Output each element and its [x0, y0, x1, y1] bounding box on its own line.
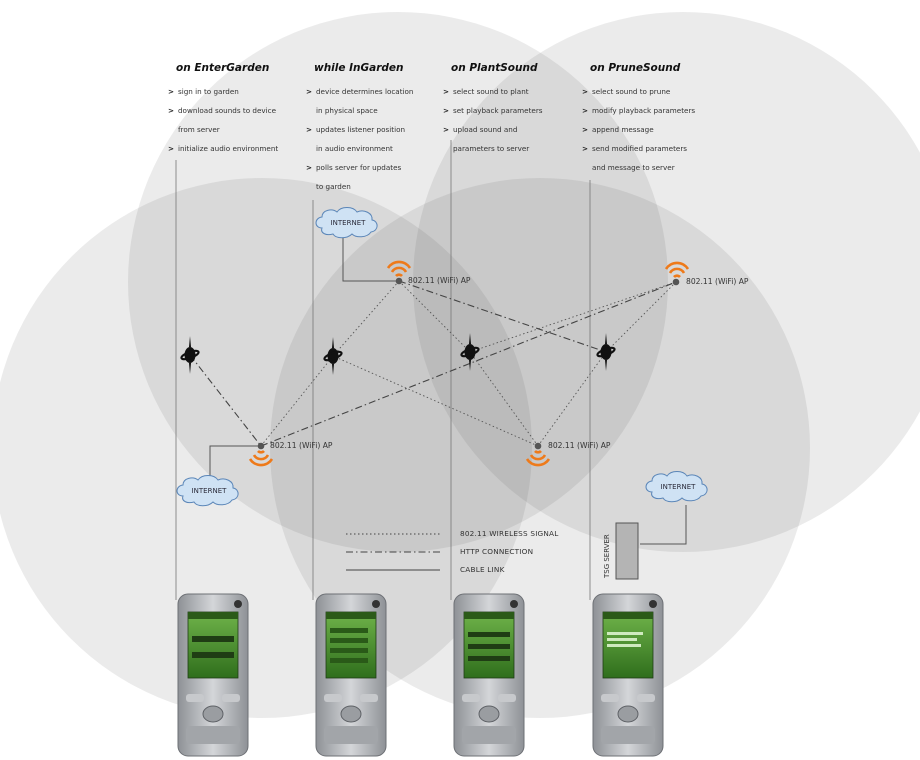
step-list: >device determines location in physical … [306, 82, 454, 196]
step-item: >device determines location [306, 87, 414, 96]
cable-link [342, 236, 399, 282]
step-item: >set playback parameters [443, 106, 543, 115]
wireless-link [332, 280, 400, 357]
coverage-zone-top-right [413, 12, 920, 552]
http-connection-links [189, 280, 677, 447]
step-item: >select sound to prune [582, 87, 671, 96]
legend-label-http: HTTP CONNECTION [460, 547, 534, 556]
wireless-link [605, 281, 677, 353]
access-point-label: 802.11 (WiFi) AP [548, 441, 611, 450]
column-enter-garden: on EnterGarden >sign in to garden >downl… [168, 62, 316, 158]
wifi-ap-icon [248, 442, 274, 467]
step-item: >download sounds to device [168, 106, 276, 115]
cable-link [209, 445, 261, 482]
column-prune-sound: on PruneSound >select sound to prune >mo… [582, 62, 730, 177]
column-in-garden: while InGarden >device determines locati… [306, 62, 454, 196]
step-list: >select sound to plant >set playback par… [443, 82, 591, 158]
wifi-ap-icon [664, 261, 690, 286]
wireless-link [469, 351, 539, 447]
step-item: >polls server for updates [306, 163, 402, 172]
step-item: >upload sound and [443, 125, 518, 134]
cloud-icon [645, 471, 708, 503]
wireless-link [398, 280, 471, 353]
legend-lines [346, 533, 440, 571]
column-plant-sound: on PlantSound >select sound to plant >se… [443, 62, 591, 158]
step-item: >sign in to garden [168, 87, 239, 96]
step-item: >updates listener position [306, 125, 406, 134]
server-box [615, 522, 639, 580]
cable-link [640, 505, 687, 545]
cloud-label: INTERNET [330, 219, 366, 227]
wireless-link [260, 355, 334, 447]
step-item-continuation: parameters to server [453, 144, 530, 153]
step-item: >select sound to plant [443, 87, 529, 96]
wireless-link [469, 281, 677, 353]
step-item-continuation: to garden [316, 182, 351, 191]
legend-label-wireless: 802.11 WIRELESS SIGNAL [460, 529, 559, 538]
wireless-signal-links [260, 280, 677, 447]
column-title: on EnterGarden [176, 62, 270, 74]
phones [177, 593, 664, 757]
listener-icon [596, 333, 616, 371]
wifi-ap-icon [386, 260, 412, 285]
phone-icon [453, 593, 525, 757]
step-item: >append message [582, 125, 654, 134]
step-item-continuation: and message to server [592, 163, 675, 172]
cloud-label: INTERNET [191, 487, 227, 495]
listener-icon [180, 336, 200, 374]
step-item-continuation: in audio environment [316, 144, 393, 153]
listener-nodes [180, 333, 616, 375]
server-label: TSG SERVER [603, 534, 611, 578]
cloud-icon [315, 207, 378, 239]
phone-icon [592, 593, 664, 757]
column-title: while InGarden [314, 62, 404, 74]
step-item: >initialize audio environment [168, 144, 279, 153]
access-point-nodes [248, 260, 690, 467]
phone-icon [315, 593, 387, 757]
step-item-continuation: from server [178, 125, 220, 134]
legend-label-cable: CABLE LINK [460, 565, 505, 574]
step-item: >modify playback parameters [582, 106, 696, 115]
column-title: on PlantSound [451, 62, 538, 74]
step-list: >select sound to prune >modify playback … [582, 82, 730, 177]
wireless-link [537, 351, 607, 447]
cloud-label: INTERNET [660, 483, 696, 491]
internet-clouds [176, 207, 708, 507]
column-separators [175, 140, 591, 600]
wireless-link [332, 355, 539, 447]
access-point-label: 802.11 (WiFi) AP [270, 441, 333, 450]
cable-links [209, 236, 687, 545]
coverage-zone-bottom-left [0, 178, 532, 718]
wifi-ap-icon [525, 442, 551, 467]
cloud-icon [176, 475, 239, 507]
http-link [189, 354, 262, 447]
column-title: on PruneSound [590, 62, 681, 74]
step-item: >send modified parameters [582, 144, 688, 153]
access-point-label: 802.11 (WiFi) AP [408, 276, 471, 285]
phone-icon [177, 593, 249, 757]
step-list: >sign in to garden >download sounds to d… [168, 82, 316, 158]
http-link [260, 281, 677, 447]
access-point-label: 802.11 (WiFi) AP [686, 277, 749, 286]
step-item-continuation: in physical space [316, 106, 378, 115]
